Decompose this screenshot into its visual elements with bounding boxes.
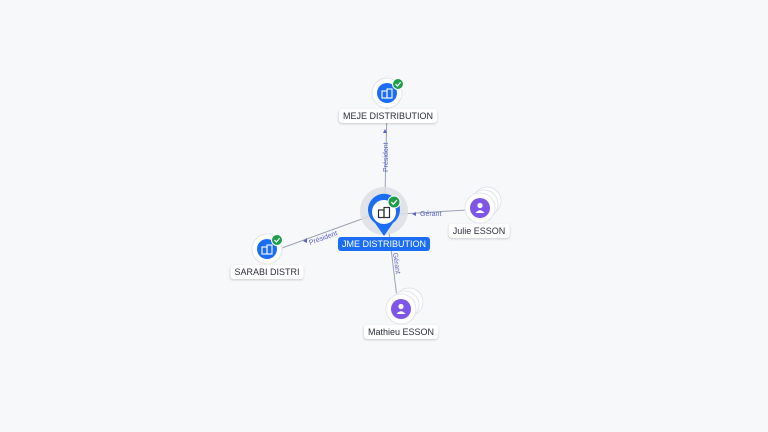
node-julie[interactable] bbox=[464, 186, 502, 224]
edge-label-julie-jme: Gérant bbox=[420, 211, 441, 218]
edge-arrow-julie-jme bbox=[412, 212, 416, 216]
node-meje[interactable] bbox=[371, 77, 404, 109]
edge-arrow-jme-sarabi bbox=[303, 238, 307, 243]
node-label-jme: JME DISTRIBUTION bbox=[337, 237, 431, 251]
node-mathieu[interactable] bbox=[385, 287, 424, 325]
node-label-sarabi: SARABI DISTRI bbox=[230, 265, 304, 279]
person-icon bbox=[396, 303, 406, 314]
node-label-julie: Julie ESSON bbox=[448, 224, 510, 238]
node-jme[interactable] bbox=[360, 187, 408, 236]
node-label-mathieu: Mathieu ESSON bbox=[363, 325, 439, 339]
building-icon bbox=[381, 88, 393, 99]
edge-arrow-jme-meje bbox=[383, 129, 387, 133]
verified-check-icon bbox=[271, 234, 283, 246]
verified-check-icon bbox=[392, 78, 404, 90]
building-icon bbox=[261, 244, 273, 255]
node-label-meje: MEJE DISTRIBUTION bbox=[338, 109, 438, 123]
edge-line-julie-jme bbox=[399, 209, 468, 215]
edge-label-jme-meje: Président bbox=[383, 142, 390, 172]
verified-check-icon bbox=[387, 195, 401, 209]
edge-label-mathieu-jme: Gérant bbox=[391, 252, 401, 274]
node-sarabi[interactable] bbox=[251, 233, 283, 265]
edge-line-jme-sarabi bbox=[281, 215, 371, 249]
building-icon bbox=[377, 206, 391, 219]
person-icon bbox=[475, 202, 485, 213]
